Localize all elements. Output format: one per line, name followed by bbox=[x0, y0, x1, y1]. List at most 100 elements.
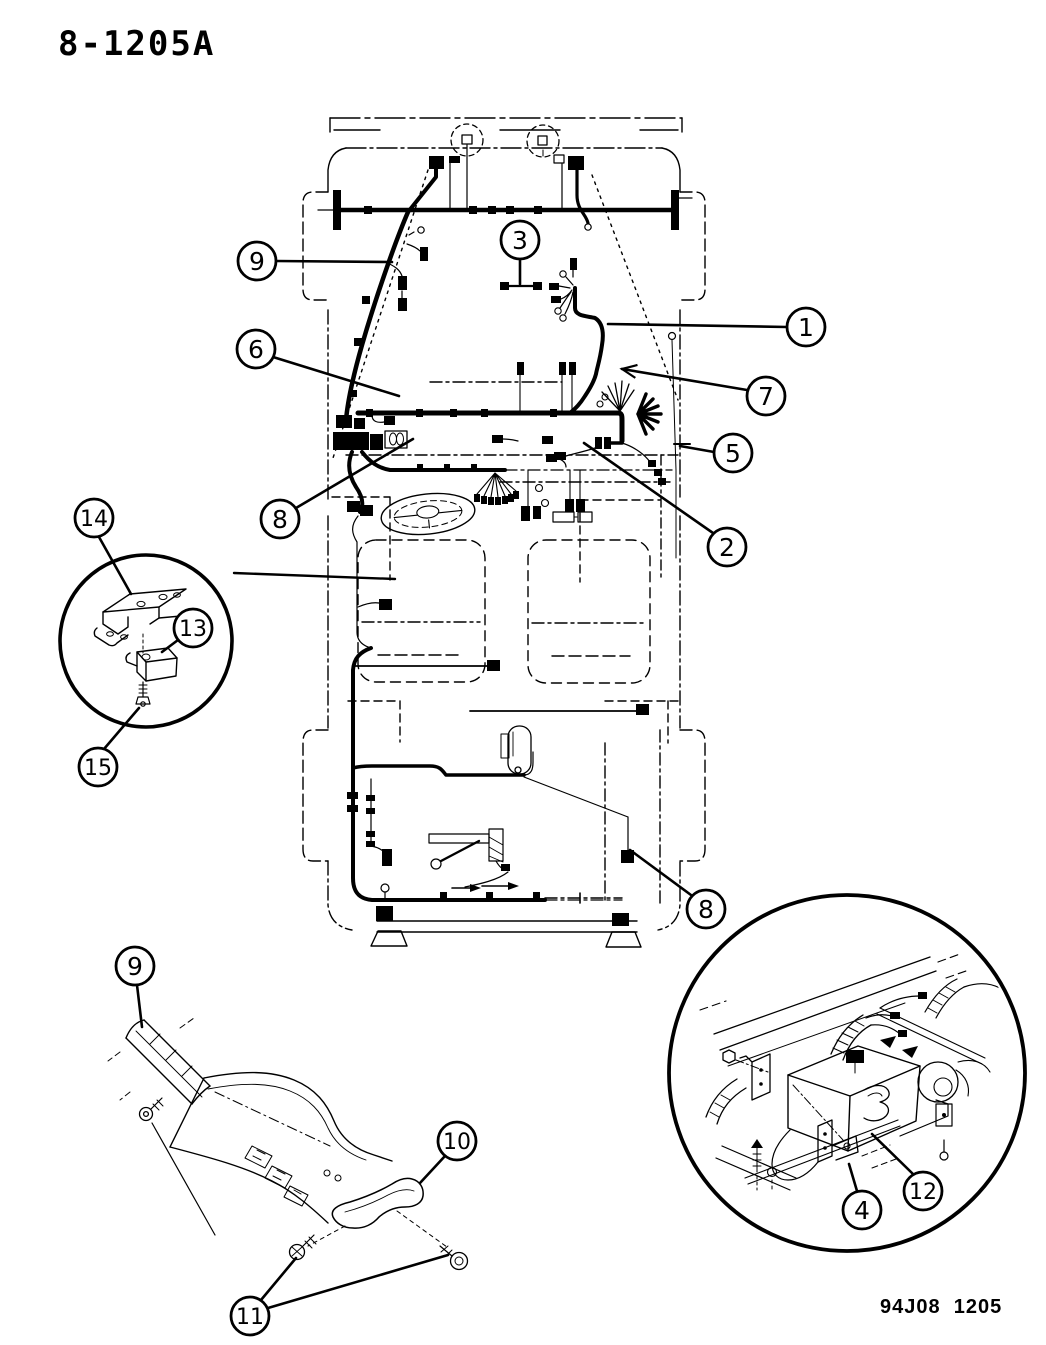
callout-10-bubble[interactable] bbox=[436, 1120, 478, 1162]
callout-2-bubble[interactable] bbox=[706, 526, 748, 568]
clip-bracket bbox=[863, 1084, 890, 1122]
a-pillar-harness bbox=[343, 209, 428, 608]
callout-2[interactable]: 2 bbox=[582, 441, 748, 568]
blower-motor bbox=[917, 1059, 991, 1103]
callout-8-number: 8 bbox=[698, 895, 714, 924]
callout-5[interactable]: 5 bbox=[678, 432, 754, 474]
duct-part bbox=[151, 1071, 393, 1236]
callout-6[interactable]: 6 bbox=[235, 328, 401, 398]
seat-right bbox=[527, 539, 651, 684]
callout-15[interactable]: 15 bbox=[77, 706, 141, 788]
callout-6-number: 6 bbox=[248, 335, 264, 364]
callout-6-bubble[interactable] bbox=[235, 328, 277, 370]
engine-compartment-detail-view bbox=[667, 893, 1027, 1253]
callout-7-bubble[interactable] bbox=[745, 375, 787, 417]
clip-part bbox=[125, 647, 178, 682]
callout-14-bubble[interactable] bbox=[73, 497, 115, 539]
mount-bracket-left bbox=[705, 1049, 771, 1125]
callout-1-number: 1 bbox=[798, 313, 814, 342]
callout-8-number: 8 bbox=[272, 505, 288, 534]
callout-11[interactable]: 11 bbox=[229, 1253, 450, 1337]
cylinder-part bbox=[107, 1017, 211, 1105]
callout-14[interactable]: 14 bbox=[73, 497, 133, 596]
rear-harness bbox=[347, 646, 634, 926]
callout-9-bubble[interactable] bbox=[236, 240, 278, 282]
callout-13[interactable]: 13 bbox=[160, 607, 214, 654]
callout-9-leader bbox=[274, 259, 394, 264]
callout-11-bubble[interactable] bbox=[229, 1295, 271, 1337]
dome-lamp-icon bbox=[500, 725, 532, 775]
callout-10-number: 10 bbox=[443, 1130, 471, 1155]
console-detail-view bbox=[107, 1017, 469, 1271]
callout-11-leader bbox=[266, 1253, 450, 1310]
callout-4-leader bbox=[847, 1162, 859, 1193]
bolt-part bbox=[138, 1097, 164, 1122]
callout-12-leader bbox=[870, 1132, 915, 1176]
callout-2-leader bbox=[582, 441, 715, 535]
callout-14-leader bbox=[97, 535, 133, 596]
heater-hose bbox=[924, 978, 1001, 1019]
callout-11-leader bbox=[259, 1256, 298, 1302]
callout-7[interactable]: 7 bbox=[619, 363, 787, 417]
lower-frame bbox=[715, 1119, 901, 1191]
callout-3-bubble[interactable] bbox=[499, 219, 541, 261]
callout-8-bubble[interactable] bbox=[685, 888, 727, 930]
callout-8[interactable]: 8 bbox=[259, 437, 415, 540]
figure-code: 8-1205A bbox=[58, 24, 216, 64]
cowl-rails bbox=[699, 953, 967, 1067]
vehicle-top-view bbox=[232, 117, 706, 948]
callout-4-bubble[interactable] bbox=[841, 1189, 883, 1231]
cover-part bbox=[331, 1177, 424, 1229]
plate-code: 94J08 1205 bbox=[880, 1296, 1003, 1318]
callout-11-number: 11 bbox=[236, 1305, 264, 1330]
callout-1-leader bbox=[606, 322, 789, 329]
callout-13-bubble[interactable] bbox=[172, 607, 214, 649]
callout-13-number: 13 bbox=[179, 617, 207, 642]
callout-4[interactable]: 4 bbox=[841, 1162, 883, 1231]
parking-brake-icon bbox=[428, 828, 510, 871]
screw-part bbox=[135, 681, 151, 707]
instrument-panel-harness bbox=[333, 258, 673, 649]
callout-3[interactable]: 3 bbox=[499, 219, 541, 286]
callout-7-number: 7 bbox=[758, 382, 774, 411]
callout-9[interactable]: 9 bbox=[236, 240, 394, 282]
callout-9[interactable]: 9 bbox=[114, 945, 156, 1029]
callout-8-leader bbox=[628, 848, 693, 897]
steering-wheel-icon bbox=[380, 492, 476, 536]
callout-14-number: 14 bbox=[80, 507, 108, 532]
callout-9-number: 9 bbox=[127, 952, 143, 981]
callout-12-bubble[interactable] bbox=[902, 1170, 944, 1212]
callout-15-leader bbox=[102, 706, 141, 751]
callout-8-bubble[interactable] bbox=[259, 498, 301, 540]
callout-6-leader bbox=[271, 355, 401, 398]
rear-bumper bbox=[370, 920, 642, 948]
bracket-detail-view bbox=[58, 553, 234, 729]
callout-1-bubble[interactable] bbox=[785, 306, 827, 348]
bracket-detail-leader bbox=[232, 571, 397, 581]
front-harness bbox=[317, 144, 693, 231]
callout-15-bubble[interactable] bbox=[77, 746, 119, 788]
callout-12[interactable]: 12 bbox=[870, 1132, 944, 1212]
callout-5-bubble[interactable] bbox=[712, 432, 754, 474]
callout-5-number: 5 bbox=[725, 439, 741, 468]
arrowhead-icon bbox=[619, 363, 638, 379]
callout-9-number: 9 bbox=[249, 247, 265, 276]
callout-5-leader bbox=[678, 444, 716, 454]
bracket-part-4 bbox=[766, 1119, 897, 1193]
mount-bracket-right bbox=[899, 1099, 953, 1161]
callout-15-number: 15 bbox=[84, 756, 112, 781]
screw-pair bbox=[288, 1210, 469, 1271]
seat-left bbox=[357, 539, 486, 683]
callout-9-leader bbox=[135, 983, 144, 1029]
callout-10[interactable]: 10 bbox=[418, 1120, 478, 1185]
callout-3-number: 3 bbox=[512, 226, 528, 255]
callout-10-leader bbox=[418, 1154, 447, 1185]
engine-harness-bundle bbox=[830, 992, 927, 1061]
callout-13-leader bbox=[160, 638, 180, 654]
callout-8[interactable]: 8 bbox=[628, 848, 727, 930]
callout-1[interactable]: 1 bbox=[606, 306, 827, 348]
callout-9-bubble[interactable] bbox=[114, 945, 156, 987]
